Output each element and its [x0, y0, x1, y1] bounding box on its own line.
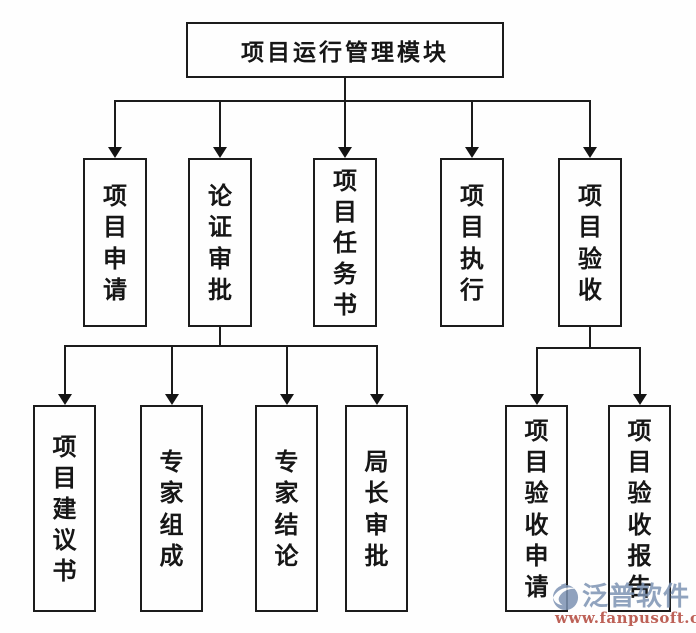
node-label: 项目运行管理模块	[241, 39, 449, 66]
node-expert-conclusion: 专家结论	[255, 405, 318, 612]
edge-drop-acceptance-report	[639, 347, 641, 394]
arrowhead-project-application	[108, 147, 122, 158]
arrowhead-project-acceptance	[583, 147, 597, 158]
node-project-application: 项目申请	[83, 158, 147, 327]
edge-acceptance-children-bus	[536, 347, 641, 349]
node-acceptance-report: 项目验收报告	[608, 405, 671, 612]
node-label: 项目验收	[578, 181, 602, 304]
node-director-approval: 局长审批	[345, 405, 408, 612]
node-label: 局长审批	[364, 447, 389, 570]
edge-drop-project-task-book	[344, 100, 346, 148]
node-label: 项目验收报告	[627, 415, 652, 601]
node-label: 项目建议书	[52, 431, 77, 586]
node-expert-team: 专家组成	[140, 405, 203, 612]
edge-drop-expert-conclusion	[286, 345, 288, 394]
edge-drop-project-acceptance	[589, 100, 591, 148]
edge-drop-project-proposal	[64, 345, 66, 394]
edge-review-children-bus	[64, 345, 378, 347]
edge-drop-project-execution	[471, 100, 473, 148]
arrowhead-project-task-book	[338, 147, 352, 158]
arrowhead-acceptance-report	[633, 394, 647, 405]
edge-drop-acceptance-application	[536, 347, 538, 394]
node-project-acceptance: 项目验收	[558, 158, 622, 327]
edge-drop-director-approval	[376, 345, 378, 394]
edge-review-approval-stem	[219, 327, 221, 346]
node-acceptance-application: 项目验收申请	[505, 405, 568, 612]
arrowhead-expert-team	[165, 394, 179, 405]
edge-level2-bus	[114, 100, 591, 102]
node-project-execution: 项目执行	[440, 158, 504, 327]
node-review-approval: 论证审批	[188, 158, 252, 327]
node-label: 专家组成	[159, 447, 184, 570]
edge-drop-review-approval	[219, 100, 221, 148]
node-project-proposal: 项目建议书	[33, 405, 96, 612]
edge-drop-expert-team	[171, 345, 173, 394]
edge-acceptance-stem	[589, 327, 591, 348]
arrowhead-project-proposal	[58, 394, 72, 405]
node-label: 项目申请	[103, 181, 127, 304]
node-project-task-book: 项目任务书	[313, 158, 377, 327]
edge-root-stem	[344, 78, 346, 101]
arrowhead-acceptance-application	[530, 394, 544, 405]
arrowhead-project-execution	[465, 147, 479, 158]
node-label: 专家结论	[274, 447, 299, 570]
node-label: 项目验收申请	[524, 415, 549, 601]
arrowhead-director-approval	[370, 394, 384, 405]
node-label: 项目执行	[460, 181, 484, 304]
node-label: 项目任务书	[333, 165, 357, 320]
edge-drop-project-application	[114, 100, 116, 148]
node-label: 论证审批	[208, 181, 232, 304]
node-project-operation-management: 项目运行管理模块	[186, 22, 504, 78]
arrowhead-expert-conclusion	[280, 394, 294, 405]
arrowhead-review-approval	[213, 147, 227, 158]
